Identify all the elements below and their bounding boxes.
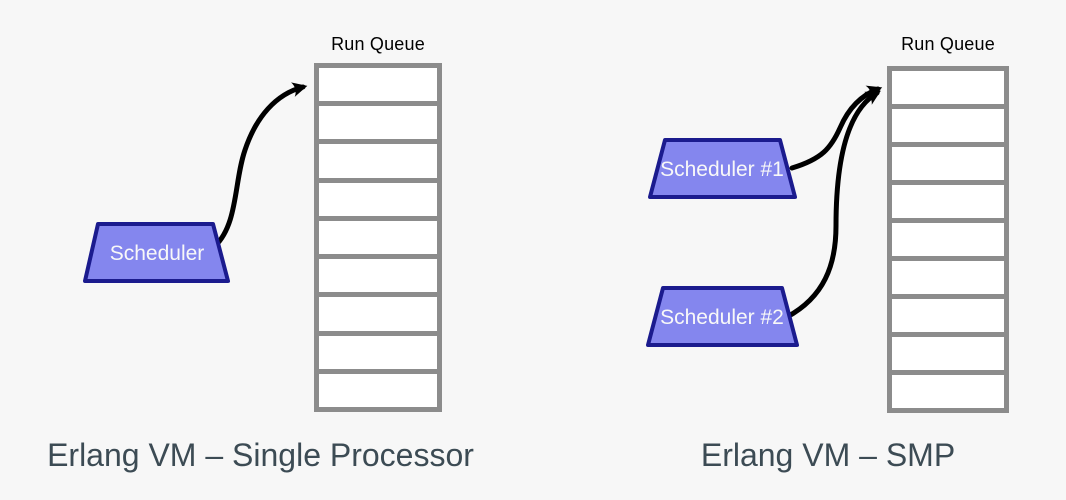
- queue-cell: [892, 223, 1004, 256]
- queue-cell: [319, 335, 437, 369]
- queue-cell: [892, 109, 1004, 142]
- scheduler-shape-1: [648, 138, 797, 199]
- queue-cell: [892, 299, 1004, 332]
- queue-cell: [319, 182, 437, 216]
- scheduler-shape-2: [646, 286, 799, 347]
- queue-cell: [319, 220, 437, 255]
- queue-cell: [892, 71, 1004, 104]
- queue-cell: [319, 373, 437, 407]
- queue-cell: [319, 68, 437, 102]
- scheduler-label-left: Scheduler: [110, 242, 205, 265]
- scheduler-shape-left: [83, 222, 230, 283]
- queue-cell: [319, 106, 437, 140]
- run-queue-title-right: Run Queue: [901, 34, 995, 54]
- queue-cell: [892, 375, 1004, 408]
- queue-cell: [319, 297, 437, 331]
- queue-cell: [892, 185, 1004, 218]
- caption-left: Erlang VM – Single Processor: [47, 437, 474, 473]
- queue-cell: [319, 144, 437, 178]
- queue-cell: [892, 261, 1004, 294]
- run-queue-left: [314, 63, 442, 412]
- queue-cell: [892, 337, 1004, 370]
- scheduler-label-2: Scheduler #2: [660, 306, 784, 329]
- arrow-scheduler1-to-queue: [789, 85, 883, 171]
- caption-right: Erlang VM – SMP: [700, 437, 956, 473]
- queue-cell: [892, 147, 1004, 180]
- arrow-scheduler2-to-queue: [784, 90, 881, 320]
- run-queue-right: [887, 66, 1009, 413]
- arrow-left-scheduler-to-queue: [212, 82, 308, 249]
- queue-cell: [319, 259, 437, 293]
- scheduler-label-1: Scheduler #1: [660, 158, 784, 181]
- run-queue-title-left: Run Queue: [331, 34, 425, 54]
